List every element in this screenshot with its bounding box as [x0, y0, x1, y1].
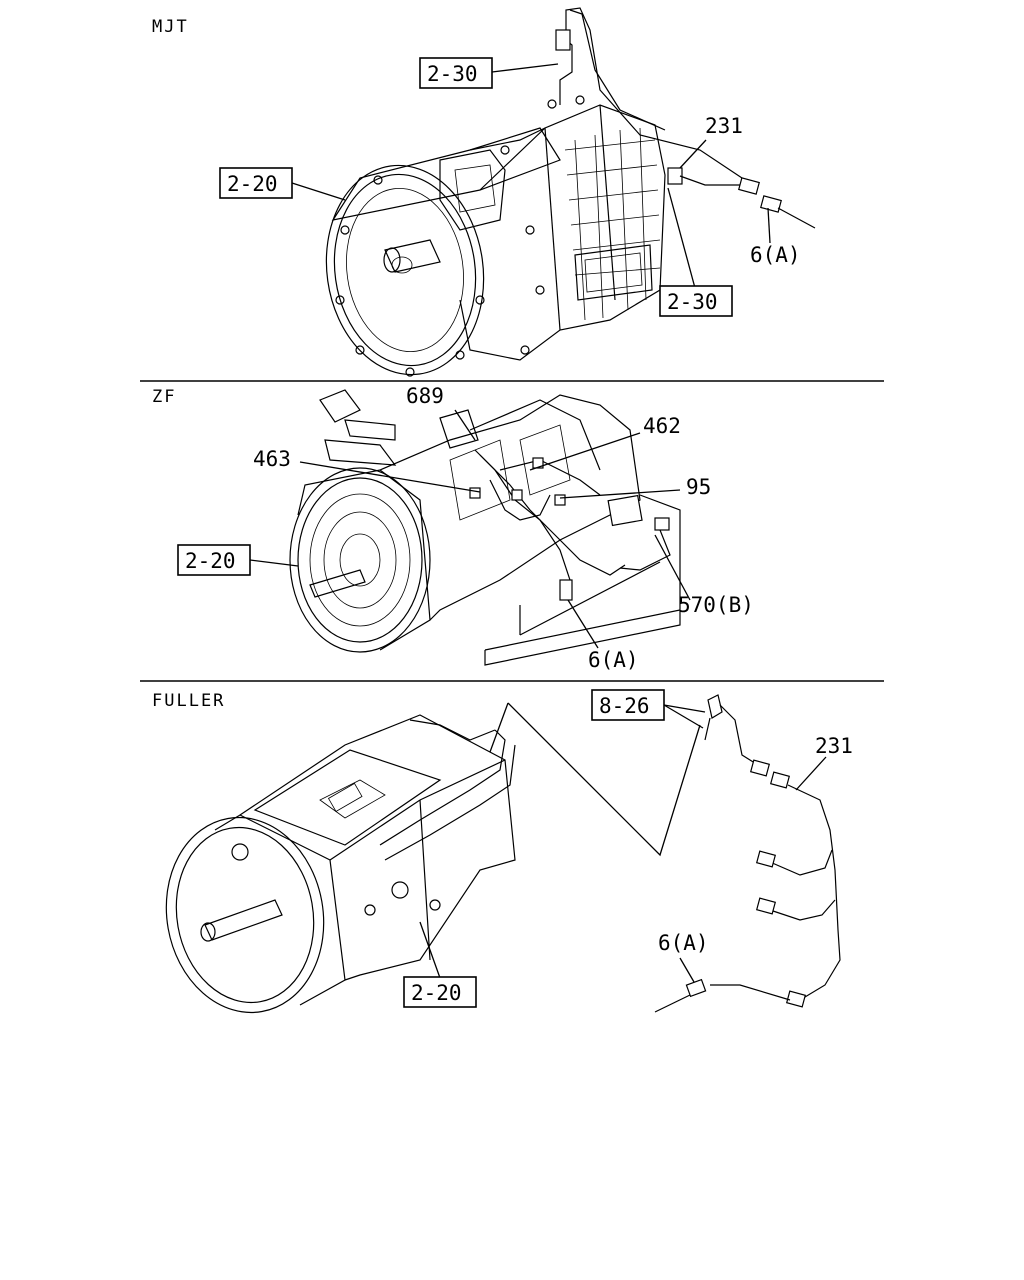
leader-line	[507, 702, 701, 857]
leader-line	[795, 756, 827, 791]
ref-box-2-30-top	[419, 57, 493, 89]
ref-box-2-20	[219, 167, 293, 199]
section-title-zf: ZF	[152, 387, 176, 407]
callout-part-462: 462	[643, 414, 681, 438]
leader-line	[679, 957, 695, 983]
leader-line	[529, 432, 641, 471]
leader-line	[679, 139, 707, 169]
section-zf: ZF	[152, 384, 754, 672]
leader-line	[419, 921, 441, 979]
callout-part-95: 95	[686, 475, 711, 499]
callout-ref-left: 2-20	[227, 172, 278, 196]
callout-part-6a: 6(A)	[750, 243, 801, 267]
leader-line	[291, 182, 346, 201]
callout-part-6a: 6(A)	[658, 931, 709, 955]
leader-line	[667, 187, 696, 289]
leader-line	[767, 207, 771, 244]
leader-line	[491, 63, 559, 73]
leader-line	[489, 702, 509, 753]
callout-ref-sensor: 8-26	[599, 694, 650, 718]
fuller-transmission-drawing	[165, 694, 841, 1014]
section-mjt: MJT	[152, 7, 816, 377]
leader-line	[559, 489, 681, 499]
leader-line	[654, 534, 691, 601]
callout-part-689: 689	[406, 384, 444, 408]
callout-ref-left: 2-20	[185, 549, 236, 573]
callout-ref-body: 2-20	[411, 981, 462, 1005]
leader-line	[567, 599, 599, 649]
ref-box-2-20	[403, 976, 477, 1008]
section-title-mjt: MJT	[152, 17, 189, 37]
leader-line	[299, 461, 481, 493]
section-fuller: FULLER	[152, 689, 853, 1014]
callout-ref-top: 2-30	[427, 62, 478, 86]
section-title-fuller: FULLER	[152, 691, 225, 711]
ref-box-8-26	[591, 689, 665, 721]
ref-box-2-20	[177, 544, 251, 576]
callout-part-231: 231	[705, 114, 743, 138]
callout-part-570b: 570(B)	[678, 593, 754, 617]
callout-part-6a: 6(A)	[588, 648, 639, 672]
mjt-transmission-drawing	[325, 7, 816, 377]
leader-line	[249, 559, 299, 567]
callout-part-463: 463	[253, 447, 291, 471]
ref-box-2-30-right	[659, 285, 733, 317]
leader-line	[663, 704, 706, 713]
zf-transmission-drawing	[289, 389, 681, 666]
callout-part-231: 231	[815, 734, 853, 758]
leader-line	[663, 704, 704, 729]
leader-line	[454, 409, 476, 441]
callout-ref-right: 2-30	[667, 290, 718, 314]
